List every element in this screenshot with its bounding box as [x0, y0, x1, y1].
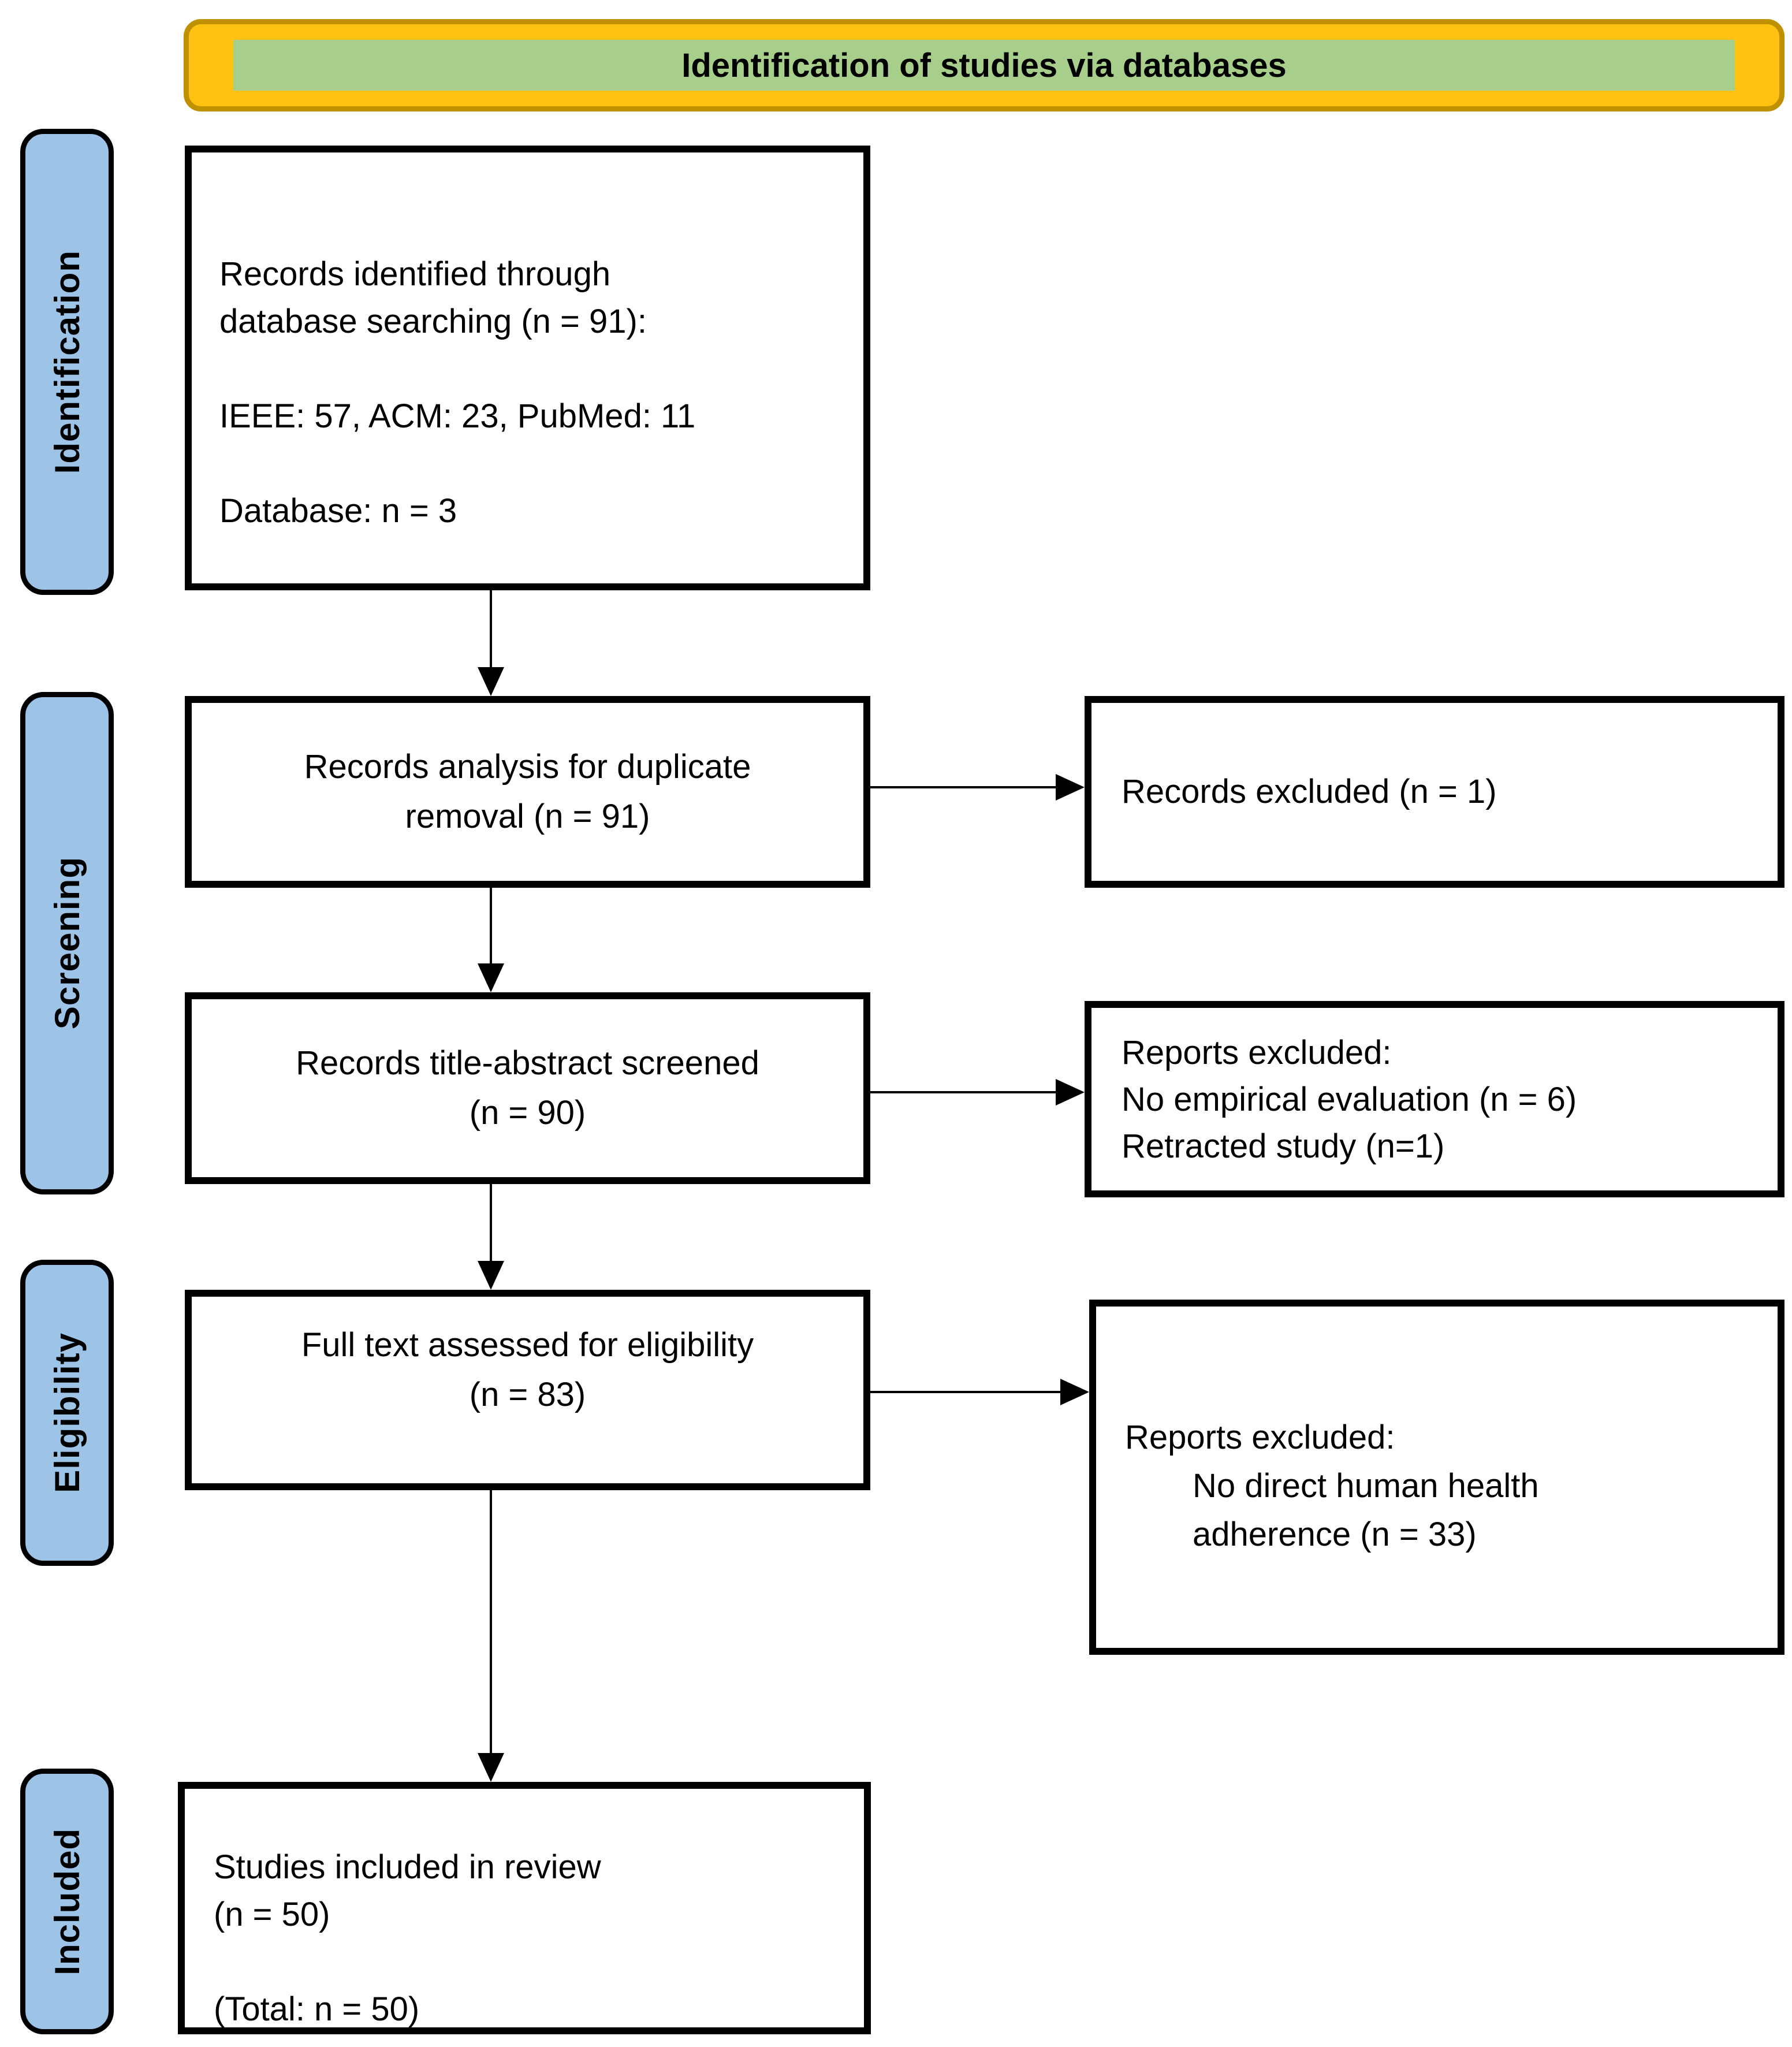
box-text-line: adherence (n = 33)	[1193, 1515, 1477, 1553]
box-studies-included: Studies included in review (n = 50) (Tot…	[178, 1782, 871, 2034]
arrow-down-icon	[478, 667, 504, 696]
stage-label-eligibility: Eligibility	[20, 1260, 114, 1566]
arrow-down-icon	[478, 1261, 504, 1290]
box-text-line: Retracted study (n=1)	[1122, 1127, 1445, 1165]
stage-label-screening: Screening	[20, 692, 114, 1194]
box-title-abstract-screened: Records title-abstract screened (n = 90)	[185, 992, 870, 1184]
box-text-line: IEEE: 57, ACM: 23, PubMed: 11	[219, 397, 696, 435]
arrow-line-fulltext-to-included	[490, 1490, 492, 1756]
box-text-line: Records identified through	[219, 255, 611, 293]
stage-label-included: Included	[20, 1769, 114, 2034]
box-reports-excluded-eligibility: Reports excluded: No direct human health…	[1089, 1300, 1784, 1655]
box-text-line: (n = 90)	[469, 1094, 586, 1132]
box-records-identified: Records identified through database sear…	[185, 146, 870, 590]
box-reports-excluded-screening: Reports excluded: No empirical evaluatio…	[1085, 1001, 1784, 1197]
arrow-line-duplicate-to-screened	[490, 888, 492, 966]
box-records-excluded: Records excluded (n = 1)	[1085, 696, 1784, 888]
box-text-line: Database: n = 3	[219, 492, 457, 530]
box-text-line: (Total: n = 50)	[214, 1990, 420, 2028]
arrow-down-icon	[478, 1753, 504, 1782]
arrow-line-screened-to-excluded	[870, 1091, 1058, 1093]
arrow-right-icon	[1060, 1379, 1089, 1405]
box-text-line: Reports excluded:	[1125, 1418, 1395, 1456]
arrow-line-identified-to-duplicate	[490, 590, 492, 670]
arrow-line-duplicate-to-excluded	[870, 786, 1058, 788]
box-text-line: Records title-abstract screened	[296, 1044, 759, 1082]
box-text-line: No empirical evaluation (n = 6)	[1122, 1080, 1577, 1118]
arrow-down-icon	[478, 963, 504, 992]
box-text-line: removal (n = 91)	[405, 798, 650, 835]
stage-label-text: Eligibility	[47, 1333, 87, 1493]
box-text-line: (n = 50)	[214, 1896, 330, 1933]
banner: Identification of studies via databases	[184, 19, 1784, 111]
stage-label-text: Screening	[47, 857, 87, 1030]
arrow-right-icon	[1056, 774, 1085, 801]
box-text-line: Reports excluded:	[1122, 1033, 1392, 1071]
stage-label-text: Identification	[47, 250, 87, 474]
stage-label-identification: Identification	[20, 129, 114, 595]
box-text-line: (n = 83)	[469, 1375, 586, 1413]
box-text-line: database searching (n = 91):	[219, 303, 647, 340]
box-full-text-assessed: Full text assessed for eligibility (n = …	[185, 1290, 870, 1490]
arrow-line-fulltext-to-excluded	[870, 1391, 1063, 1393]
box-text-line: No direct human health	[1193, 1467, 1539, 1505]
banner-title: Identification of studies via databases	[233, 40, 1735, 91]
box-text-line: Studies included in review	[214, 1848, 601, 1886]
box-duplicate-removal: Records analysis for duplicate removal (…	[185, 696, 870, 888]
box-text-line: Records excluded (n = 1)	[1122, 773, 1497, 810]
box-text-line: Full text assessed for eligibility	[301, 1326, 754, 1364]
box-text-line: Records analysis for duplicate	[304, 748, 751, 786]
stage-label-text: Included	[47, 1828, 87, 1975]
arrow-line-screened-to-fulltext	[490, 1184, 492, 1264]
arrow-right-icon	[1056, 1079, 1085, 1106]
